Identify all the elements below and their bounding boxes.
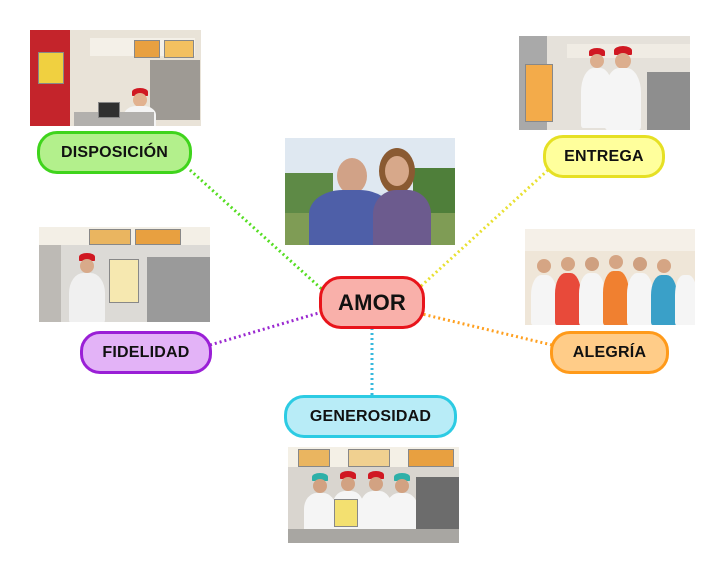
node-generosidad: GENEROSIDAD	[284, 395, 457, 438]
connector-disposicion	[188, 168, 327, 294]
node-entrega: ENTREGA	[543, 135, 665, 178]
node-alegria-label: ALEGRÍA	[572, 343, 647, 361]
cashier-photo	[30, 30, 201, 126]
node-entrega-label: ENTREGA	[564, 147, 644, 165]
node-fidelidad: FIDELIDAD	[80, 331, 212, 374]
node-amor: AMOR	[319, 276, 425, 329]
connector-entrega	[418, 168, 550, 289]
couple-photo	[285, 138, 455, 245]
node-alegria: ALEGRÍA	[550, 331, 669, 374]
kitchen-photo	[519, 36, 690, 130]
node-generosidad-label: GENEROSIDAD	[309, 407, 432, 425]
team-photo	[525, 229, 695, 325]
connector-alegria	[421, 312, 553, 347]
connector-fidelidad	[209, 310, 323, 347]
node-disposicion: DISPOSICIÓN	[37, 131, 192, 174]
poster-photo	[39, 227, 210, 322]
node-amor-label: AMOR	[337, 289, 406, 315]
node-fidelidad-label: FIDELIDAD	[102, 343, 190, 361]
node-disposicion-label: DISPOSICIÓN	[60, 143, 169, 161]
counter-team-photo	[288, 447, 459, 543]
